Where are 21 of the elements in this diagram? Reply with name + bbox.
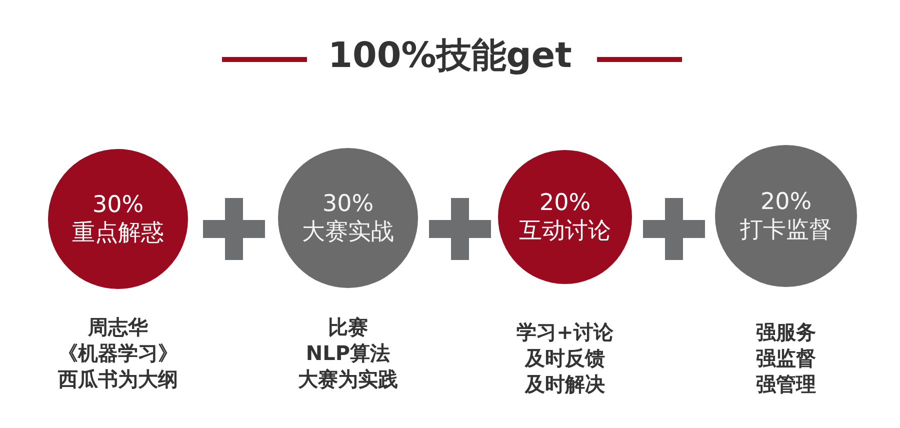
percentage-label: 20%: [539, 189, 591, 217]
description-text: 及时反馈: [525, 345, 605, 371]
title: 100%技能get: [328, 36, 572, 76]
description-text: 强管理: [756, 371, 816, 397]
percentage-label: 30%: [92, 191, 144, 219]
description-text: 《机器学习》: [58, 340, 178, 366]
percentage-label: 30%: [322, 190, 374, 218]
description-text: 比赛: [328, 314, 368, 340]
description-text: NLP算法: [306, 340, 390, 366]
percentage-label: 20%: [760, 188, 812, 216]
description-text: 周志华: [88, 314, 148, 340]
description-text: 学习+讨论: [516, 319, 614, 345]
description-text: 强服务: [756, 319, 816, 345]
node-label: 重点解惑: [72, 219, 164, 247]
node-label: 互动讨论: [519, 217, 611, 245]
description-text: 大赛为实践: [298, 366, 398, 392]
node-label: 大赛实战: [302, 218, 394, 246]
description-text: 西瓜书为大纲: [58, 366, 178, 392]
description-text: 强监督: [756, 345, 816, 371]
node-label: 打卡监督: [740, 216, 832, 244]
description-text: 及时解决: [525, 371, 605, 397]
